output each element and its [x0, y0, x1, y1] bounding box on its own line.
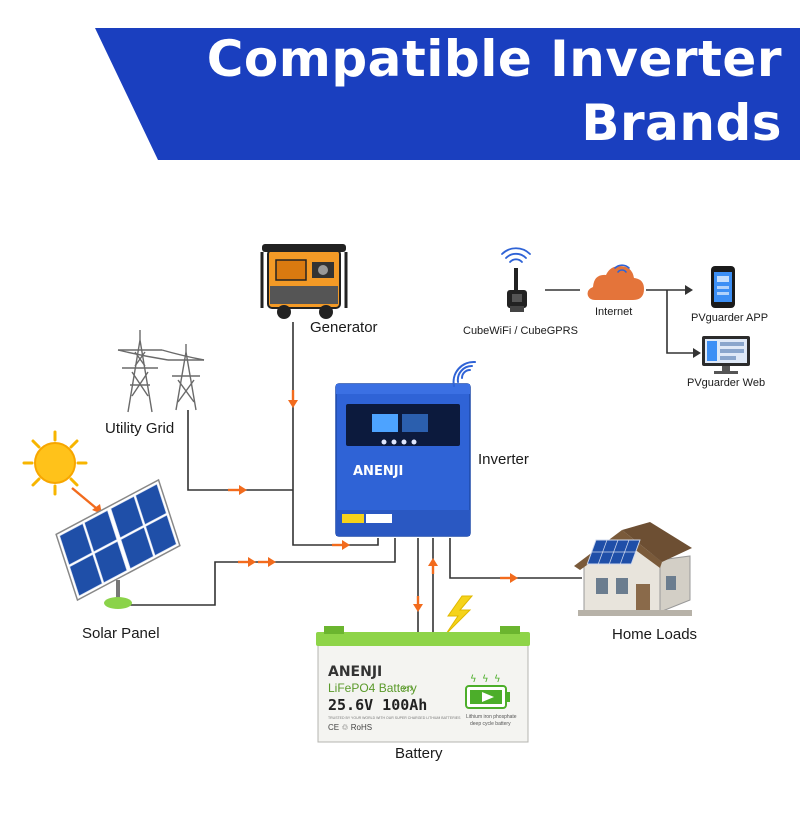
title-line-1: Compatible Inverter: [206, 30, 782, 88]
iot-arrowheads: [685, 285, 701, 358]
arrow-battery-down: [413, 596, 423, 612]
arrow-battery-up: [428, 558, 438, 574]
pvguarder-web-label: PVguarder Web: [687, 377, 766, 389]
monitor-icon: [702, 336, 750, 374]
inverter-label: Inverter: [478, 451, 529, 468]
sun-ray-arrow: [71, 487, 102, 514]
title-banner: [95, 28, 800, 160]
battery-label: Battery: [395, 745, 443, 762]
inverter-wifi-icon: [452, 360, 476, 387]
arrow-grid-right: [228, 485, 247, 495]
house-icon: [574, 522, 692, 616]
svg-text:ϟ: ϟ: [470, 674, 477, 685]
lightning-icon: [445, 595, 474, 635]
svg-text:deep cycle battery: deep cycle battery: [470, 721, 511, 727]
solar-panel-label: Solar Panel: [82, 625, 160, 642]
inverter-device: ANENJI: [335, 383, 471, 537]
svg-text:Lithium iron phosphate: Lithium iron phosphate: [466, 714, 517, 720]
wiring: [128, 289, 693, 632]
svg-text:ϟ: ϟ: [482, 674, 489, 685]
svg-text:LiFePO4 Battery: LiFePO4 Battery: [328, 681, 417, 695]
flow-arrows: [228, 390, 518, 612]
arrow-home-right: [500, 573, 518, 583]
svg-text:25.6V 100Ah: 25.6V 100Ah: [328, 696, 427, 714]
svg-text:CE ♲ RoHS: CE ♲ RoHS: [328, 723, 372, 732]
svg-text:ANENJI: ANENJI: [353, 464, 403, 479]
battery-device: ANENJI LiFePO4 Battery ››› 25.6V 100Ah T…: [316, 626, 530, 743]
cloud-icon: [587, 264, 644, 300]
generator-label: Generator: [310, 319, 378, 336]
solar-panel-icon: [55, 478, 181, 609]
arrow-generator-down: [288, 390, 298, 408]
phone-icon: [711, 266, 735, 308]
sun-icon: [22, 430, 88, 496]
arrow-solar-right-1: [238, 557, 256, 567]
utility-grid-label: Utility Grid: [105, 420, 175, 437]
svg-text:ϟ: ϟ: [494, 674, 501, 685]
home-loads-label: Home Loads: [612, 626, 698, 643]
cubewifi-label: CubeWiFi / CubeGPRS: [463, 325, 578, 337]
svg-text:›››: ›››: [402, 683, 413, 695]
title-line-2: Brands: [581, 94, 782, 152]
arrow-solar-right-2: [258, 557, 276, 567]
generator-icon: [260, 244, 348, 319]
pylon-icon: [117, 330, 205, 413]
svg-text:ANENJI: ANENJI: [328, 664, 382, 680]
svg-text:TRUSTED BY YOUR WORLD WITH OUR: TRUSTED BY YOUR WORLD WITH OUR SUPER CHA…: [328, 716, 461, 720]
internet-label: Internet: [595, 306, 633, 318]
arrow-generator-right: [332, 540, 350, 550]
wifi-antenna-icon: [501, 247, 531, 312]
pvguarder-app-label: PVguarder APP: [691, 312, 769, 324]
